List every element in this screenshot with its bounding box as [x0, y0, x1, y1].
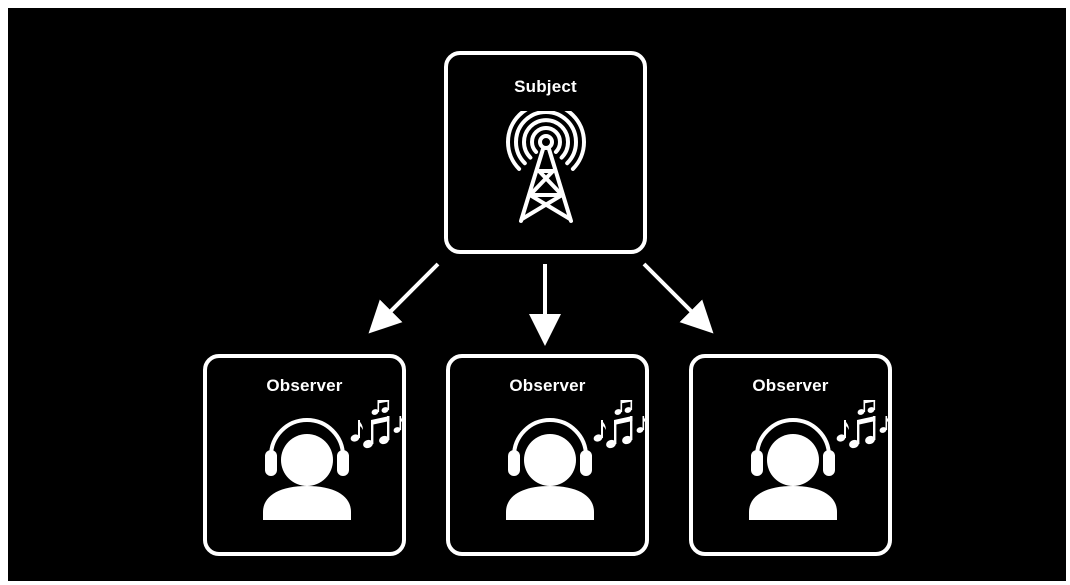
listener-headphones-icon [263, 400, 403, 520]
observer-node-3: Observer [689, 354, 892, 556]
observer-node-2: Observer [446, 354, 649, 556]
connector-arrows [368, 262, 714, 346]
broadcast-tower-icon [506, 111, 586, 223]
observer-title: Observer [509, 376, 586, 395]
music-notes-icon [836, 400, 889, 449]
observer-node-1: Observer [203, 354, 406, 556]
arrow-subject-to-observer-1 [368, 262, 440, 334]
music-notes-icon [593, 400, 646, 449]
subject-node: Subject [444, 51, 647, 254]
listener-headphones-icon [749, 400, 889, 520]
listener-headphones-icon [506, 400, 646, 520]
diagram-canvas: Subject Observer [8, 8, 1066, 581]
music-notes-icon [350, 400, 403, 449]
observer-title: Observer [752, 376, 829, 395]
arrow-subject-to-observer-3 [642, 262, 714, 334]
subject-title: Subject [514, 77, 577, 96]
observer-title: Observer [266, 376, 343, 395]
